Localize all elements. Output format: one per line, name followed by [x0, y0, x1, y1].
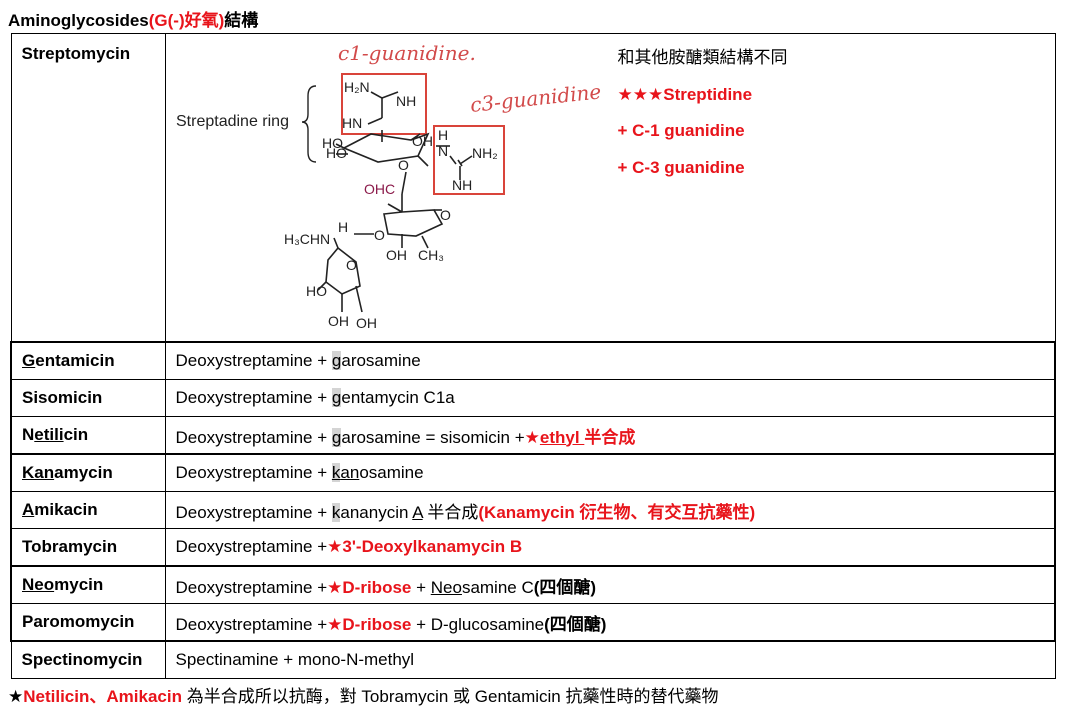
- atom-label: N: [438, 143, 448, 159]
- structure-description: Spectinamine + mono-N-methyl: [164, 640, 1056, 679]
- atom-label: OH: [328, 313, 349, 329]
- atom-label: HN: [342, 115, 362, 131]
- atom-label: OH: [412, 133, 433, 149]
- atom-label: OH: [356, 315, 377, 331]
- table-row-amikacin: Amikacin Deoxystreptamine + kananycin A …: [10, 491, 1056, 529]
- table-row-neomycin: Neomycin Deoxystreptamine +★D-ribose + N…: [10, 565, 1056, 604]
- structure-atom-labels: H₂N NH HN HO HO OH O H N NH₂ NH OHC O H₃…: [284, 79, 498, 331]
- atom-label: CH₃: [418, 247, 444, 263]
- atom-label: O: [440, 207, 451, 223]
- table-row-spectinomycin: Spectinomycin Spectinamine + mono-N-meth…: [10, 640, 1056, 679]
- drug-name: Tobramycin: [10, 528, 166, 567]
- aminoglycoside-table: Streptomycin c1-guanidine. c3-guanidine …: [10, 33, 1056, 679]
- structure-description: Deoxystreptamine + garosamine: [164, 341, 1056, 380]
- star-icon: ★: [8, 687, 24, 706]
- streptomycin-notes: 和其他胺醣類結構不同 ★★★Streptidine + C-1 guanidin…: [618, 40, 788, 186]
- atom-label: O: [398, 157, 409, 173]
- structure-description: Deoxystreptamine + garosamine = sisomici…: [164, 416, 1056, 455]
- structure-description: Deoxystreptamine + kananycin A 半合成(Kanam…: [164, 491, 1056, 529]
- atom-label: H₃CHN: [284, 231, 330, 247]
- structure-bonds: [316, 91, 472, 313]
- note-streptidine: ★★★Streptidine: [617, 84, 753, 104]
- footer-note: ★Netilicin、Amikacin 為半合成所以抗酶，對 Tobramyci…: [8, 687, 719, 706]
- c1-guanidine-box: [340, 73, 427, 135]
- table-row-netilicin: Netilicin Deoxystreptamine + garosamine …: [10, 416, 1056, 455]
- atom-label: HO: [306, 283, 327, 299]
- c1-guanidine-annotation: c1-guanidine.: [338, 41, 476, 65]
- drug-name: Paromomycin: [10, 603, 166, 642]
- page-title: Aminoglycosides(G(-)好氧)結構: [8, 11, 259, 30]
- note-c1-guanidine: + C-1 guanidine: [617, 121, 745, 140]
- structure-description: Deoxystreptamine +★D-ribose + D-glucosam…: [164, 603, 1056, 642]
- table-row-gentamicin: Gentamicin Deoxystreptamine + garosamine: [10, 341, 1056, 380]
- drug-name: Kanamycin: [10, 453, 166, 492]
- atom-label: HO: [322, 135, 343, 151]
- atom-label: H₂N: [344, 79, 370, 95]
- atom-label: NH: [452, 177, 472, 193]
- streptomycin-structure-diagram: c1-guanidine. c3-guanidine Streptadine r…: [176, 41, 602, 331]
- table-row-sisomicin: Sisomicin Deoxystreptamine + gentamycin …: [10, 379, 1056, 417]
- note-c3-guanidine: + C-3 guanidine: [617, 157, 745, 177]
- atom-label: OH: [386, 247, 407, 263]
- structure-description: Deoxystreptamine +★D-ribose + Neosamine …: [164, 565, 1056, 604]
- structure-description: Deoxystreptamine +★3'-Deoxylkanamycin B: [164, 528, 1056, 567]
- table-row-tobramycin: Tobramycin Deoxystreptamine +★3'-Deoxylk…: [10, 528, 1056, 567]
- atom-label: OHC: [364, 181, 395, 197]
- atom-label: O: [346, 257, 357, 273]
- atom-label: H: [338, 219, 348, 235]
- streptomycin-structure-cell: c1-guanidine. c3-guanidine Streptadine r…: [164, 33, 1056, 343]
- table-row-streptomycin: Streptomycin c1-guanidine. c3-guanidine …: [10, 33, 1056, 343]
- drug-name: Streptomycin: [10, 33, 166, 343]
- atom-label: NH: [396, 93, 416, 109]
- atom-label: NH₂: [472, 145, 498, 161]
- drug-name: Gentamicin: [10, 341, 166, 380]
- c3-guanidine-box: [432, 125, 505, 195]
- note-structure-difference: 和其他胺醣類結構不同: [617, 48, 788, 67]
- structure-description: Deoxystreptamine + gentamycin C1a: [164, 379, 1056, 417]
- atom-label: H: [438, 127, 448, 143]
- streptadine-ring-label: Streptadine ring: [176, 113, 289, 130]
- drug-name: Spectinomycin: [10, 640, 166, 679]
- drug-name: Netilicin: [10, 416, 166, 455]
- drug-name: Sisomicin: [10, 379, 166, 417]
- atom-label: HO: [326, 145, 347, 161]
- c3-guanidine-annotation: c3-guanidine: [469, 79, 602, 117]
- structure-description: Deoxystreptamine + kanosamine: [164, 453, 1056, 492]
- drug-name: Neomycin: [10, 565, 166, 604]
- table-row-kanamycin: Kanamycin Deoxystreptamine + kanosamine: [10, 453, 1056, 492]
- atom-label: O: [374, 227, 385, 243]
- drug-name: Amikacin: [10, 491, 166, 529]
- table-row-paromomycin: Paromomycin Deoxystreptamine +★D-ribose …: [10, 603, 1056, 642]
